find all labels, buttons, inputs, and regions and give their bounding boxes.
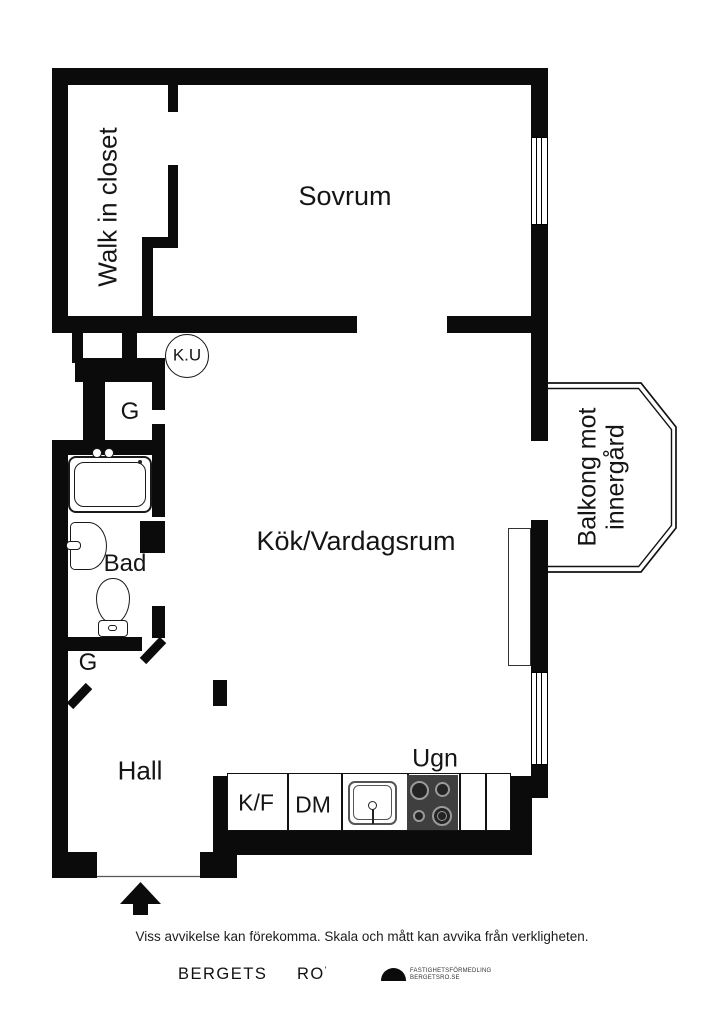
- bathtub-faucet-icon: [104, 448, 114, 458]
- wall-g-right-col: [152, 382, 165, 410]
- bathtub-inner: [74, 462, 146, 507]
- burner-icon: [409, 780, 429, 800]
- wall-right-mid: [531, 225, 548, 441]
- counter-divider: [459, 774, 461, 830]
- wall-counter-left: [213, 776, 227, 854]
- room-label-hall: Hall: [117, 755, 163, 786]
- brand-logo-line2: BERGETSRO.SE: [410, 975, 460, 981]
- wall-sovrum-bottom-right: [447, 316, 533, 333]
- wall-right-low1: [531, 520, 548, 672]
- wall-right-top: [531, 68, 548, 140]
- stove-cooktop: [406, 774, 458, 830]
- wall-bath-right2: [152, 606, 165, 638]
- burner-icon: [412, 809, 425, 822]
- counter-divider: [287, 774, 289, 830]
- sink-faucet-stem: [371, 809, 374, 824]
- wall-g-bottom-block: [152, 424, 165, 443]
- room-label-balkong: Balkong mot innergård: [573, 407, 630, 547]
- counter-divider: [485, 774, 487, 830]
- wall-ku-strip: [72, 333, 83, 363]
- window-bar: [541, 673, 543, 764]
- burner-icon: [434, 781, 450, 797]
- room-label-kok-vardagsrum: Kök/Vardagsrum: [256, 526, 456, 557]
- wall-bath-bottom: [64, 637, 142, 651]
- label-ugn: Ugn: [412, 744, 458, 773]
- wall-bottom-kitchen: [225, 830, 532, 855]
- room-label-bad: Bad: [103, 549, 147, 577]
- label-kf: K/F: [238, 789, 274, 816]
- window-bar: [541, 138, 543, 224]
- toilet-bowl: [96, 578, 130, 624]
- room-label-walk-in-closet: Walk in closet: [92, 127, 123, 287]
- counter-divider: [341, 774, 343, 830]
- toilet-button-icon: [108, 625, 117, 631]
- window-bar: [536, 673, 538, 764]
- wall-g-left-col: [83, 382, 105, 443]
- door-leaf-bathroom: [139, 636, 167, 665]
- brand-ro: RO': [297, 965, 328, 984]
- ku-shaft-circle: [165, 334, 209, 378]
- brand-ro-text: RO: [297, 965, 325, 983]
- wall-closet-bottom: [52, 316, 357, 333]
- room-label-sovrum: Sovrum: [298, 181, 392, 212]
- wall-top: [52, 68, 548, 85]
- window-kitchen: [531, 672, 548, 765]
- burner-icon: [431, 805, 452, 826]
- room-label-g-upper: G: [120, 397, 140, 425]
- wall-bath-right-block: [140, 521, 165, 553]
- bathtub-drain-icon: [138, 460, 142, 464]
- room-label-ku: K.U: [172, 345, 202, 365]
- door-leaf-closet: [66, 682, 93, 710]
- bathtub-faucet-icon: [92, 448, 102, 458]
- disclaimer-text: Viss avvikelse kan förekomma. Skala och …: [135, 929, 589, 944]
- wall-hall-stub: [213, 680, 227, 706]
- wall-ku-col: [122, 333, 137, 363]
- burner-ring-icon: [436, 810, 447, 821]
- washbasin-tap-icon: [66, 541, 81, 550]
- entrance-arrow-icon: [120, 882, 161, 915]
- wall-entrance-right: [200, 852, 237, 878]
- balkong-line1: Balkong mot: [573, 407, 602, 547]
- wall-left-upper: [52, 68, 68, 333]
- wall-ku-band: [75, 358, 165, 382]
- window-bedroom: [531, 137, 548, 225]
- brand-logo-text: FASTIGHETSFÖRMEDLING BERGETSRO.SE: [410, 968, 491, 982]
- wall-bath-right1: [152, 455, 165, 517]
- wall-bath-top: [64, 440, 165, 455]
- label-dm: DM: [295, 791, 331, 818]
- wall-closet-divider-step: [142, 237, 178, 248]
- radiator: [508, 528, 531, 666]
- brand-ro-mark: ': [324, 965, 328, 975]
- brand-logo-icon: [381, 968, 406, 981]
- wall-left-lower: [52, 440, 68, 878]
- window-bar: [536, 138, 538, 224]
- room-label-g-lower: G: [78, 648, 98, 676]
- wall-closet-divider-a: [168, 85, 178, 112]
- wall-closet-divider-c: [142, 237, 153, 316]
- balkong-line2: innergård: [601, 424, 629, 530]
- brand-logo-line1: FASTIGHETSFÖRMEDLING: [410, 968, 492, 974]
- brand-bergets: BERGETS: [178, 965, 268, 983]
- wall-closet-divider-b: [168, 165, 178, 247]
